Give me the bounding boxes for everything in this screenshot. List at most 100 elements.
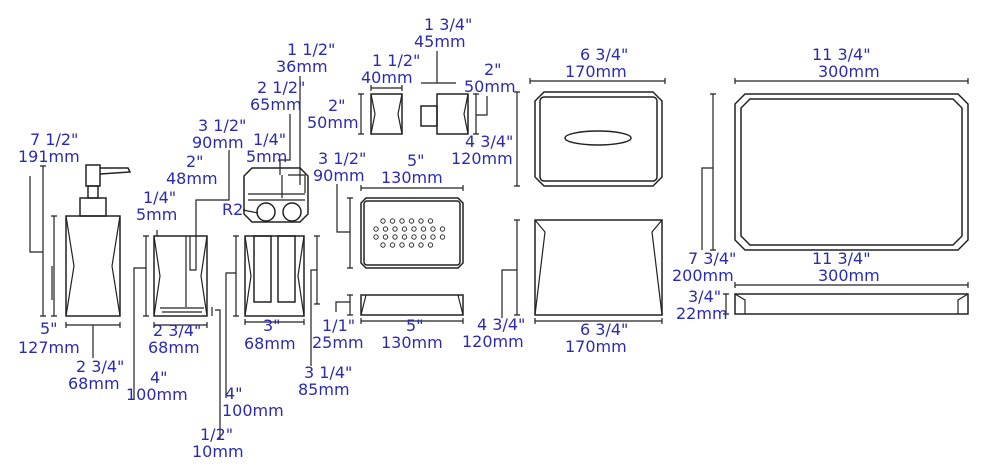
dimension-labels: 7 1/2" 191mm 5" 127mm 2 3/4" 68mm 3 1/2"…: [18, 15, 880, 461]
dim-label: 170mm: [565, 337, 627, 356]
dim-label: 68mm: [148, 338, 200, 357]
dim-label: 1/2": [200, 425, 233, 444]
dim-label: 2 3/4": [153, 321, 201, 340]
dim-label: 170mm: [565, 62, 627, 81]
dim-label: 36mm: [276, 57, 328, 76]
dim-label: 1/4": [143, 188, 176, 207]
dim-label: 68mm: [68, 374, 120, 393]
dim-label: 3 1/2": [198, 116, 246, 135]
dim-label: 7 3/4": [688, 249, 736, 268]
drain-hole: [427, 218, 434, 224]
dim-label: 4": [225, 384, 243, 403]
dim-label: 5mm: [246, 147, 287, 166]
dim-label: 10mm: [192, 442, 244, 461]
dim-label: 1 3/4": [424, 15, 472, 34]
dim-label: 6 3/4": [580, 320, 628, 339]
drain-hole: [420, 234, 427, 240]
dim-label: 2 3/4": [76, 357, 124, 376]
drain-hole: [392, 226, 398, 232]
tumbler-drawing: [133, 150, 230, 440]
dim-label: 4": [150, 368, 168, 387]
drain-hole: [392, 234, 398, 240]
dim-label: 300mm: [818, 266, 880, 285]
soap-dish-drawing: [335, 184, 464, 324]
dim-label: 45mm: [414, 32, 466, 51]
drain-hole: [408, 218, 415, 224]
drain-hole: [373, 234, 379, 240]
drain-hole: [380, 218, 386, 224]
dim-label: 120mm: [462, 332, 524, 351]
dim-label: 3": [263, 316, 281, 335]
drain-hole: [389, 218, 396, 224]
drain-hole: [420, 226, 427, 232]
drain-hole: [418, 218, 424, 224]
toothbrush-holder-drawing: [225, 76, 320, 398]
drain-hole: [382, 226, 389, 232]
drain-hole: [382, 234, 389, 240]
dim-label: 90mm: [313, 166, 365, 185]
drain-hole: [430, 226, 436, 232]
dim-label: 40mm: [361, 68, 413, 87]
dim-label: 2": [484, 60, 502, 79]
drain-hole: [380, 242, 386, 248]
dim-label: 5": [407, 151, 425, 170]
dim-label: 22mm: [676, 304, 728, 323]
dim-label: 48mm: [166, 169, 218, 188]
dim-label: 130mm: [381, 168, 443, 187]
dim-label: 191mm: [18, 147, 80, 166]
drain-hole: [427, 242, 434, 248]
dim-label: 200mm: [672, 266, 734, 285]
dim-label: 3 1/4": [304, 363, 352, 382]
tissue-box-drawing: [501, 78, 666, 324]
dim-label: 300mm: [818, 62, 880, 81]
dim-label: 6 3/4": [580, 45, 628, 64]
drain-hole: [430, 234, 436, 240]
drain-hole: [389, 242, 396, 248]
dim-label: 120mm: [451, 149, 513, 168]
drain-hole: [408, 242, 415, 248]
drain-hole: [399, 242, 405, 248]
dim-label: 5mm: [136, 205, 177, 224]
dim-label: 65mm: [250, 95, 302, 114]
dim-label: 100mm: [222, 401, 284, 420]
dim-label: 50mm: [307, 113, 359, 132]
dim-label: 127mm: [18, 338, 80, 357]
radius-label: R2: [222, 200, 243, 219]
dim-label: 5": [406, 316, 424, 335]
dim-label: 7 1/2": [30, 130, 78, 149]
dim-label: 2": [328, 96, 346, 115]
dim-label: 3/4": [688, 287, 721, 306]
dim-label: 25mm: [312, 333, 364, 352]
dim-label: 2 1/2": [257, 78, 305, 97]
dim-label: 4 3/4": [477, 315, 525, 334]
drain-hole: [401, 234, 408, 240]
dim-label: 3 1/2": [318, 149, 366, 168]
drain-hole: [411, 234, 417, 240]
dim-label: 5": [40, 319, 58, 338]
dim-label: 130mm: [381, 333, 443, 352]
drain-hole: [439, 234, 446, 240]
small-cups-drawing: [358, 51, 488, 135]
dim-label: 2": [186, 152, 204, 171]
dim-label: 1/4": [253, 130, 286, 149]
dim-label: 68mm: [244, 334, 296, 353]
drain-hole: [373, 226, 379, 232]
drain-hole: [399, 218, 405, 224]
soap-dispenser-drawing: [29, 164, 132, 358]
dim-label: 1/1": [322, 316, 355, 335]
dim-label: 50mm: [464, 77, 516, 96]
dim-label: 1 1/2": [372, 51, 420, 70]
dim-label: 11 3/4": [812, 45, 871, 64]
dim-label: 85mm: [298, 380, 350, 399]
drain-hole: [439, 226, 446, 232]
dim-label: 1 1/2": [287, 40, 335, 59]
dim-label: 11 3/4": [812, 249, 871, 268]
drain-hole: [401, 226, 408, 232]
dim-label: 100mm: [126, 385, 188, 404]
tray-drawing: [701, 78, 969, 315]
drain-hole: [418, 242, 424, 248]
dim-label: 4 3/4": [465, 132, 513, 151]
soap-dish-holes: [373, 218, 446, 248]
